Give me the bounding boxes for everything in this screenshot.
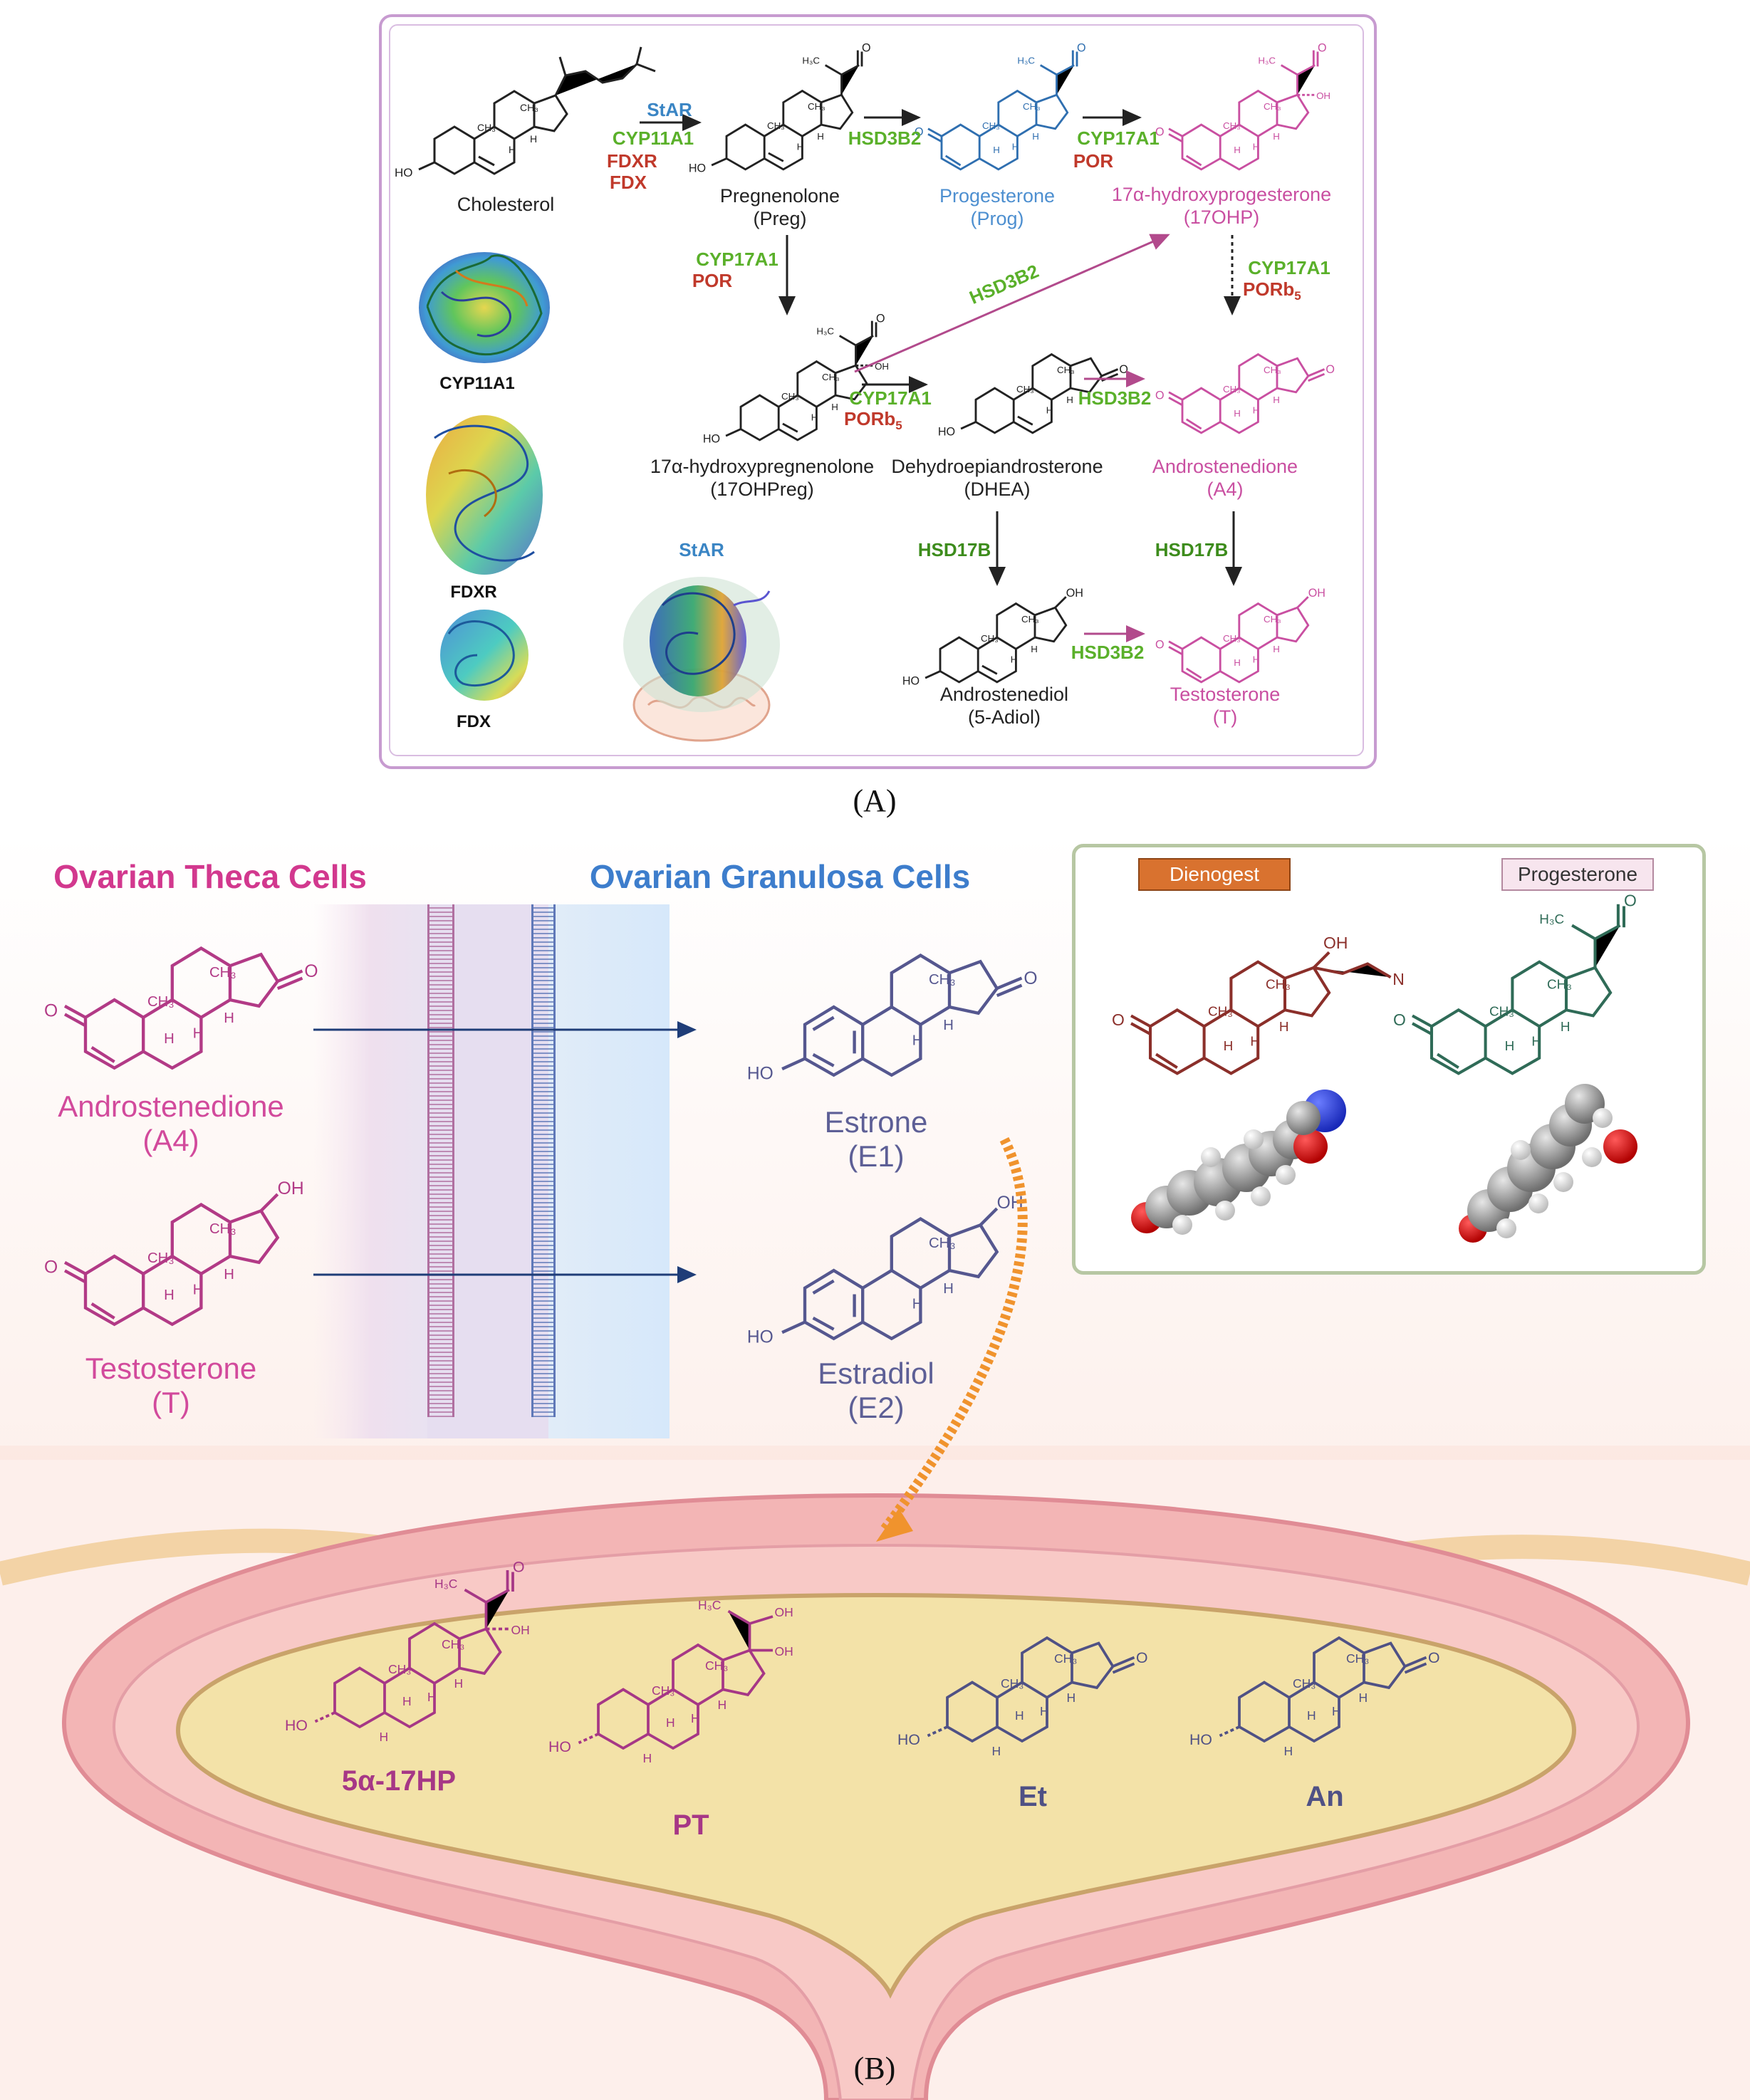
label-a4-abbr-b: (A4)	[142, 1124, 199, 1157]
enzyme-fdxr: FDXR	[607, 150, 657, 172]
label-progesterone: Progesterone	[939, 185, 1056, 207]
protein-cyp11a1-ribbon	[419, 252, 550, 363]
header-granulosa-cells: Ovarian Granulosa Cells	[589, 858, 971, 895]
protein-label-cyp11a1: CYP11A1	[439, 374, 515, 393]
enzyme-porb5-1-main: PORb	[844, 408, 896, 429]
svg-text:OH: OH	[775, 1605, 793, 1619]
label-testosterone-b: Testosterone	[85, 1352, 257, 1385]
enzyme-porb5-1-sub: 5	[895, 419, 902, 433]
label-et: Et	[1019, 1781, 1047, 1812]
enzyme-hsd3b2-3: HSD3B2	[1071, 642, 1145, 663]
label-17ohp: 17α-hydroxyprogesterone	[1111, 184, 1332, 205]
label-estrone: Estrone	[824, 1105, 928, 1139]
protein-label-star: StAR	[679, 539, 724, 560]
label-pt: PT	[672, 1809, 709, 1841]
label-estradiol: Estradiol	[818, 1357, 934, 1390]
label-dhea-abbr: (DHEA)	[964, 479, 1031, 500]
enzyme-hsd17b-2: HSD17B	[1155, 539, 1229, 560]
label-17ohpreg-abbr: (17OHPreg)	[710, 479, 814, 500]
svg-text:OH: OH	[1323, 934, 1348, 952]
uterus-illustration	[0, 1446, 1750, 2100]
enzyme-por-2: POR	[692, 270, 733, 291]
svg-text:OH: OH	[775, 1644, 793, 1658]
header-theca-cells: Ovarian Theca Cells	[53, 858, 367, 895]
label-a4-abbr-a: (A4)	[1207, 479, 1244, 500]
enzyme-cyp11a1: CYP11A1	[612, 127, 694, 149]
label-adiol-abbr: (5-Adiol)	[967, 706, 1041, 728]
enzyme-hsd3b2-2: HSD3B2	[1078, 387, 1152, 409]
enzyme-hsd3b2-1: HSD3B2	[848, 127, 922, 149]
label-dhea: Dehydroepiandrosterone	[891, 456, 1103, 477]
spacefill-dienogest	[1131, 1090, 1346, 1235]
svg-text:N: N	[1392, 970, 1405, 988]
enzyme-porb5-2-sub: 5	[1294, 289, 1301, 303]
enzyme-cyp17a1-4: CYP17A1	[1248, 257, 1330, 278]
label-preg-abbr: (Preg)	[753, 208, 807, 229]
pathway-arrows	[640, 109, 1242, 642]
enzyme-cyp17a1-3: CYP17A1	[849, 387, 932, 409]
enzyme-porb5-1: PORb5	[844, 408, 908, 433]
label-pregnenolone: Pregnenolone	[719, 185, 840, 207]
enzyme-cyp17a1-2: CYP17A1	[696, 249, 778, 270]
label-cholesterol: Cholesterol	[457, 194, 555, 215]
panel-a-frame	[379, 14, 1377, 769]
enzyme-porb5-2-main: PORb	[1243, 278, 1295, 300]
protein-fdxr-ribbon	[426, 415, 543, 575]
enzyme-star-1: StAR	[647, 99, 692, 120]
protein-fdx-ribbon	[440, 610, 528, 701]
label-t-abbr-a: (T)	[1212, 706, 1238, 728]
label-17ohpreg: 17α-hydroxypregnenolone	[650, 456, 875, 477]
enzyme-hsd17b-1: HSD17B	[917, 539, 991, 560]
enzyme-fdx: FDX	[610, 172, 647, 193]
label-17ohp-abbr: (17OHP)	[1183, 207, 1260, 228]
label-t-abbr-b: (T)	[152, 1386, 190, 1419]
protein-label-fdxr: FDXR	[450, 583, 497, 602]
label-an: An	[1306, 1781, 1344, 1812]
enzyme-porb5-2: PORb5	[1243, 278, 1307, 303]
protein-star-with-mitochondrion	[623, 577, 780, 742]
label-prog-abbr: (Prog)	[970, 208, 1024, 229]
label-e2-abbr: (E2)	[848, 1391, 905, 1424]
svg-text:H₃C: H₃C	[698, 1598, 721, 1612]
structure-dienogest: OH N	[1150, 934, 1405, 955]
structure-pt: H₃C OH OH	[547, 1598, 793, 1767]
label-testosterone-a: Testosterone	[1170, 684, 1281, 705]
spacefill-progesterone	[1459, 1084, 1637, 1243]
label-5a-17hp: 5α-17HP	[341, 1765, 457, 1797]
label-androstenedione-a: Androstenedione	[1152, 456, 1298, 477]
label-e1-abbr: (E1)	[848, 1139, 905, 1173]
panel-a-tag: (A)	[853, 783, 897, 818]
panel-b-tag: (B)	[853, 2051, 896, 2086]
enzyme-por-1: POR	[1073, 150, 1114, 172]
tag-progesterone: Progesterone	[1501, 858, 1654, 891]
protein-label-fdx: FDX	[457, 712, 491, 731]
panel-a-inner-frame	[389, 24, 1364, 756]
enzyme-cyp17a1-1: CYP17A1	[1077, 127, 1160, 149]
tag-dienogest: Dienogest	[1138, 858, 1291, 891]
label-androstenediol: Androstenediol	[939, 684, 1069, 705]
label-androstenedione-b: Androstenedione	[58, 1090, 284, 1123]
